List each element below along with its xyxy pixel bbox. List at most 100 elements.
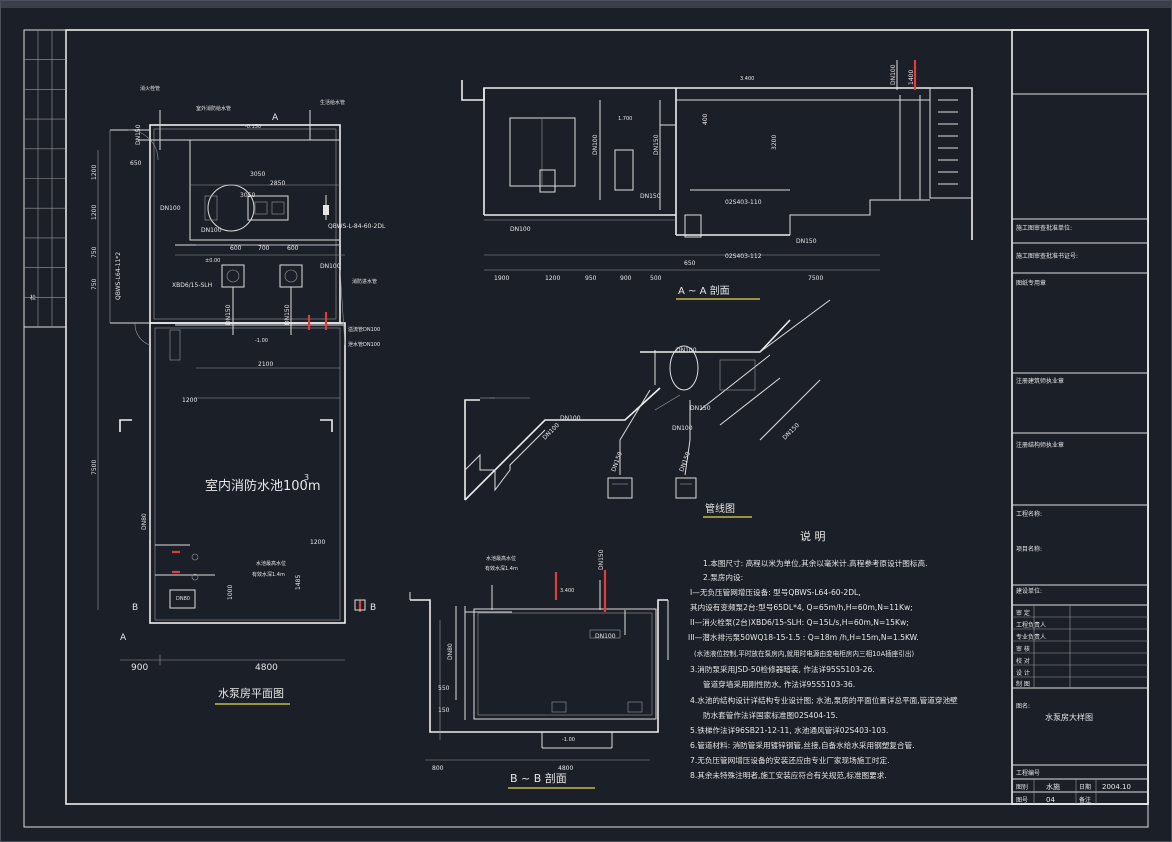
tb-row-6: 工程名称: <box>1016 510 1042 518</box>
notes-line-8: 3.消防泵采用JSD-50检修器暗装, 作法详95S5103-26. <box>690 664 875 674</box>
plan-dim-top-1: 650 <box>130 160 142 167</box>
plan-dim-low-2: 1000 <box>227 585 234 600</box>
pipe-label-1: DN100 <box>560 415 581 422</box>
left-sign-strip: 栏 <box>23 29 67 328</box>
pipe-label-8: DN100 <box>541 422 561 442</box>
plan-dim-left-7500: 7500 <box>91 460 98 475</box>
plan-dim-bottom-1: 900 <box>131 663 148 673</box>
plan-label-overflow: 溢流管DN100 <box>348 326 380 333</box>
notes-line-1: 1.本图尺寸: 高程以米为单位,其余以毫米计.高程参考原设计图标高. <box>703 558 928 568</box>
plan-section-b-right: B <box>370 603 376 613</box>
aa-label-9: 1.700 <box>618 116 632 122</box>
notes-line-10: 4.水池的结构设计详结构专业设计图; 水池,泵房的平面位置详总平面,管道穿池壁 <box>690 695 958 705</box>
bb-title: B ~ B 剖面 <box>510 771 567 785</box>
plan-label-qbws: QBWS-L-84-60-2DL <box>328 223 386 230</box>
section-bb <box>409 570 669 761</box>
plan-dim-left-3: 750 <box>91 246 98 258</box>
plan-label-dn150b: DN150 <box>225 304 232 325</box>
plan-section-a-top: A <box>272 113 279 123</box>
plan-dim-mid-1: 2100 <box>258 361 273 368</box>
title-block <box>1011 29 1149 805</box>
plan-dim-left-2: 1200 <box>91 205 98 220</box>
plan-text: 室内消防水池100m 3 900 4800 7500 1200 1200 750… <box>91 85 386 705</box>
aa-label-11: 1400 <box>908 70 915 85</box>
plan-dim-inner-2: 700 <box>258 245 270 252</box>
notes-line-13: 6.管道材料: 消防管采用镀锌钢管,丝接,自备水给水采用钢塑复合管. <box>690 740 915 750</box>
tb-number-label: 图号 <box>1016 797 1028 804</box>
aa-label-4: DN150 <box>796 238 817 245</box>
tb-role-7: 制 图 <box>1016 680 1030 688</box>
bb-label-7: 有效水深1.4m <box>485 565 518 572</box>
aa-label-12: DN100 <box>890 64 897 85</box>
plan-title: 水泵房平面图 <box>218 687 284 700</box>
aa-title: A ~ A 剖面 <box>678 284 730 297</box>
plan-section-b-left: B <box>132 603 138 613</box>
bb-label-4: 3.400 <box>560 588 574 594</box>
notes-line-2: 2.泵房内设: <box>703 572 743 582</box>
plan-label-dn80a: DN80 <box>141 513 148 530</box>
pool-label-sup: 3 <box>304 473 309 482</box>
tb-row-3: 图纸专用章 <box>1016 279 1046 287</box>
pipe-label-6: DN100 <box>672 425 693 432</box>
title-block-text: 施工图审查批准单位: 施工图审查批准书证号: 图纸专用章 注册建筑师执业章 注册… <box>1016 224 1131 804</box>
tb-role-4: 审 核 <box>1016 645 1030 653</box>
tb-role-5: 校 对 <box>1016 657 1030 665</box>
plan-label-inlet: 消防进水管 <box>352 278 377 285</box>
bb-dim-4: 150 <box>438 707 450 714</box>
section-bb-text: 800 4800 550 150 DN80 DN150 DN100 3.400 … <box>432 549 616 789</box>
tb-category-label: 图别 <box>1016 783 1028 791</box>
aa-dim-7: 7500 <box>808 275 823 282</box>
tb-role-2: 工程负责人 <box>1016 621 1046 629</box>
aa-label-6: 02S403-110 <box>725 199 762 206</box>
plan-dim-inner-3: 600 <box>287 245 299 252</box>
tb-drawing-name-label: 图名: <box>1016 702 1030 710</box>
plan-dim-left-4: 750 <box>91 278 98 290</box>
notes-line-14: 7.无负压管网增压设备的安装还应由专业厂家现场施工时定. <box>690 755 890 765</box>
pipe-title: 管线图 <box>705 502 735 515</box>
plan-label-outdoor: 室外消防给水管 <box>196 105 231 112</box>
tb-date-label: 日期 <box>1079 783 1091 791</box>
tb-row-2: 施工图审查批准书证号: <box>1016 252 1078 260</box>
aa-label-3: DN100 <box>592 134 599 155</box>
pipe-label-5: DN150 <box>678 451 692 473</box>
bb-dim-2: 4800 <box>558 765 573 772</box>
plan-label-hydrant: 消火栓管 <box>140 85 160 92</box>
aa-label-2: DN100 <box>510 226 531 233</box>
strip-label: 栏 <box>30 294 36 302</box>
bb-label-1: DN80 <box>447 643 454 660</box>
tb-row-4: 注册建筑师执业章 <box>1016 377 1064 385</box>
pool-label: 室内消防水池100m <box>205 478 320 494</box>
notes-line-4: 其内设有变频泵2台:型号65DL*4, Q=65m/h,H=60m,N=11Kw… <box>690 602 913 612</box>
pipe-diagram <box>464 299 831 501</box>
bb-label-2: DN150 <box>598 549 605 570</box>
plan-label-elev1: -1.00 <box>255 338 268 344</box>
notes-line-15: 8.其余未特殊注明者,施工安装应符合有关规范,标准图要求. <box>690 770 887 780</box>
tb-remark-label: 备注 <box>1079 796 1091 804</box>
plan-label-dn100c: DN100 <box>201 227 222 234</box>
bb-dim-3: 550 <box>438 685 450 692</box>
notes-line-6: III—潜水排污泵50WQ18-15-1.5 : Q=18m /h,H=15m,… <box>688 632 919 642</box>
pipe-label-2: DN100 <box>676 347 697 354</box>
aa-label-7: 02S403-112 <box>725 253 762 260</box>
notes: 说 明 1.本图尺寸: 高程以米为单位,其余以毫米计.高程参考原设计图标高. 2… <box>688 529 958 780</box>
tb-project-no-label: 工程编号 <box>1016 769 1040 777</box>
section-aa <box>461 60 973 271</box>
plan-dim-low-3: 1485 <box>295 575 302 590</box>
notes-line-7: (水池液位控制,平时放在泵房内,就用时电源由变电柜房内三相10A插座引出) <box>694 649 914 658</box>
tb-drawing-name: 水泵房大样图 <box>1045 712 1093 722</box>
plan-dim-inner-1: 600 <box>230 245 242 252</box>
plan-label-qbws2: QBWS-L64-11*2 <box>115 252 122 300</box>
plan-label-elev0: ±0.00 <box>205 258 220 264</box>
plan-label-elev2: -0.150 <box>245 124 261 130</box>
plan-label-xbd: XBD6/15-SLH <box>172 282 212 289</box>
pipe-label-4: DN150 <box>610 451 624 473</box>
pipe-label-7: DN150 <box>781 422 801 442</box>
notes-line-9: 管道穿墙采用刚性防水, 作法详95S5103-36. <box>703 679 855 689</box>
tb-role-3: 专业负责人 <box>1016 633 1046 641</box>
notes-line-11: 防水套管作法详国家标准图02S404-15. <box>703 710 838 720</box>
aa-dim-3: 950 <box>585 275 597 282</box>
plan-label-highwl: 水池最高水位 <box>256 560 286 567</box>
tb-row-8: 建设单位: <box>1016 587 1042 595</box>
tb-category: 水施 <box>1046 782 1060 791</box>
